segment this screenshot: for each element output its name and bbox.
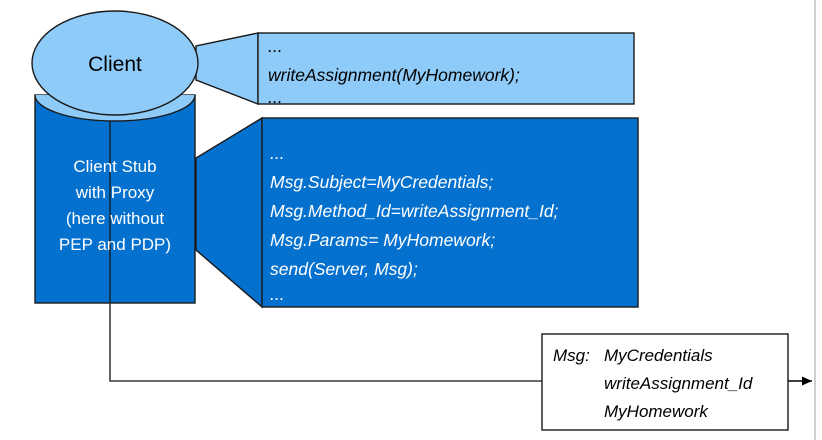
callout-box-client-code[interactable]: ... writeAssignment(MyHomework); ... [257, 32, 635, 107]
outgoing-arrow-head [802, 376, 812, 386]
callout-tail-stub-code [195, 116, 263, 309]
client-label: Client [88, 53, 142, 76]
stub-code-line-1: ... [270, 143, 285, 163]
stub-code-line-2: Msg.Subject=MyCredentials; [270, 172, 493, 192]
client-node[interactable]: Client [31, 10, 199, 116]
outgoing-arrow-icon [788, 376, 812, 386]
stub-code-line-6: ... [270, 284, 285, 304]
message-box-bg [541, 333, 789, 431]
stub-label-line-2: with Proxy [75, 183, 155, 202]
message-box[interactable]: Msg: MyCredentials writeAssignment_Id My… [541, 333, 789, 431]
client-stub-label-group: Client Stub with Proxy (here without PEP… [59, 157, 171, 254]
message-box-label: Msg: [553, 346, 590, 365]
stub-code-line-4: Msg.Params= MyHomework; [270, 230, 495, 250]
message-box-value-3: MyHomework [604, 402, 709, 421]
callout-tail-client-code [195, 32, 259, 106]
cylinder-body [34, 94, 196, 304]
callout-box-stub-code-bg [261, 117, 639, 308]
callout-box-client-code-bg [257, 32, 635, 105]
client-ellipse [31, 10, 199, 116]
client-code-line-2: writeAssignment(MyHomework); [268, 65, 520, 85]
stub-code-line-5: send(Server, Msg); [270, 259, 418, 279]
stub-to-message-connector [109, 303, 542, 382]
stub-code-line-3: Msg.Method_Id=writeAssignment_Id; [270, 201, 559, 221]
message-box-value-1: MyCredentials [604, 346, 713, 365]
connector-path [109, 303, 542, 382]
stub-label-line-1: Client Stub [73, 157, 156, 176]
client-code-line-1: ... [268, 36, 283, 56]
message-box-value-2: writeAssignment_Id [604, 374, 753, 393]
stub-label-line-4: PEP and PDP) [59, 235, 171, 254]
stub-label-line-3: (here without [66, 209, 165, 228]
client-code-line-3: ... [268, 87, 283, 107]
callout-box-stub-code[interactable]: ... Msg.Subject=MyCredentials; Msg.Metho… [261, 117, 639, 308]
